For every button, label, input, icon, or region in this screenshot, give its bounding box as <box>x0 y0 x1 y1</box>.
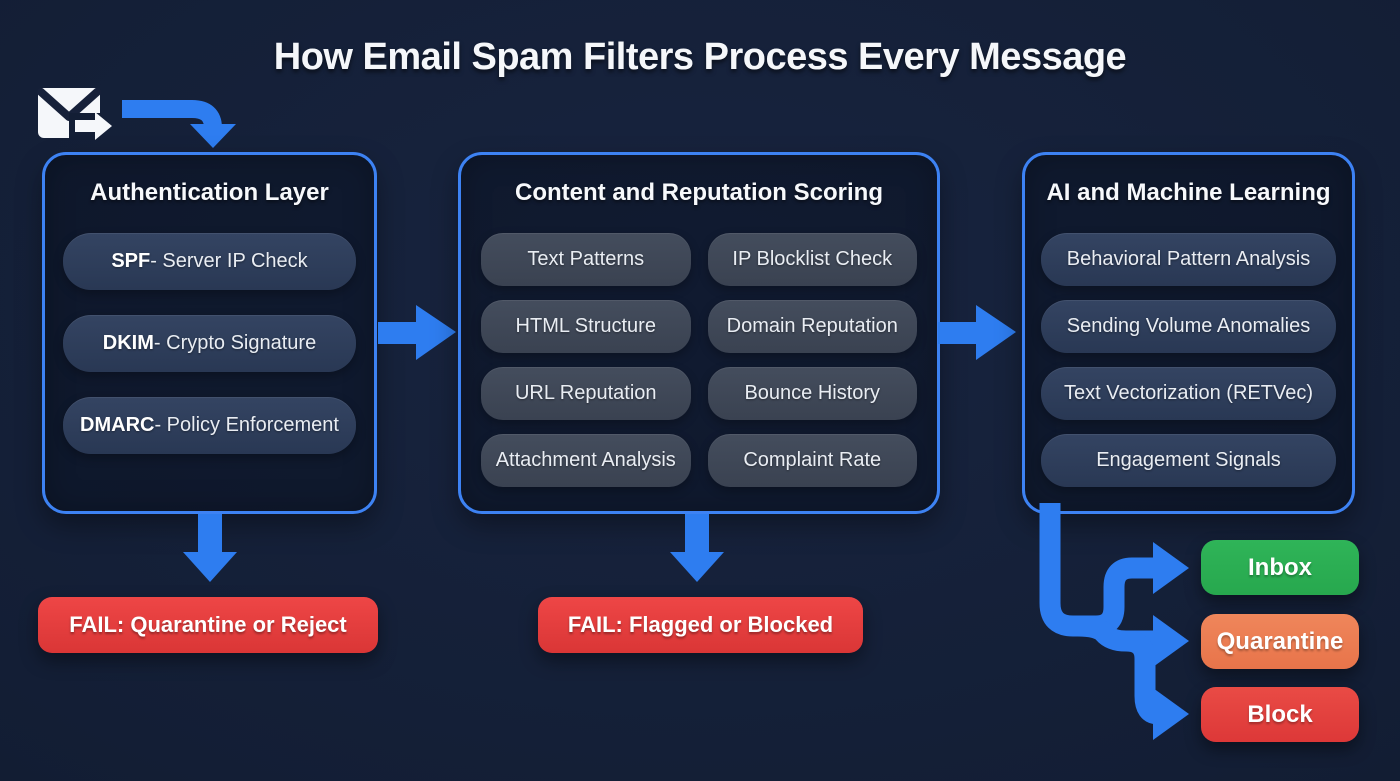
pill-ip-blocklist: IP Blocklist Check <box>707 233 917 286</box>
fail-badge-content: FAIL: Flagged or Blocked <box>538 597 863 653</box>
flow-right-arrow-icon <box>938 305 1016 360</box>
pill-description: - Policy Enforcement <box>154 414 339 436</box>
pill-description: - Server IP Check <box>150 250 308 272</box>
stage-box-ai-ml: AI and Machine Learning Behavioral Patte… <box>1022 152 1355 514</box>
pill-complaint-rate: Complaint Rate <box>707 434 917 487</box>
pill-engagement-signals: Engagement Signals <box>1041 434 1336 487</box>
entry-curved-down-arrow-icon <box>122 100 236 148</box>
pill-bounce-history: Bounce History <box>707 367 917 420</box>
pill-sending-volume: Sending Volume Anomalies <box>1041 300 1336 353</box>
stage-title: Content and Reputation Scoring <box>515 179 883 206</box>
outcome-block: Block <box>1201 687 1359 742</box>
pill-text-vectorization: Text Vectorization (RETVec) <box>1041 367 1336 420</box>
email-send-icon <box>37 88 112 140</box>
outcome-quarantine: Quarantine <box>1201 614 1359 669</box>
outcome-inbox: Inbox <box>1201 540 1359 595</box>
fail-down-arrow-icon <box>183 514 237 582</box>
three-way-split-arrow-icon <box>1039 503 1189 740</box>
pill-description: - Crypto Signature <box>153 332 317 354</box>
stage-title: AI and Machine Learning <box>1046 179 1331 206</box>
pill-behavioral-pattern: Behavioral Pattern Analysis <box>1041 233 1336 286</box>
pill-list: SPF - Server IP Check DKIM - Crypto Sign… <box>63 233 356 454</box>
pill-acronym: DMARC <box>80 414 155 436</box>
stage-title: Authentication Layer <box>90 179 329 206</box>
pill-html-structure: HTML Structure <box>481 300 691 353</box>
pill-acronym: DKIM <box>102 332 154 354</box>
pill-spf: SPF - Server IP Check <box>63 233 356 290</box>
pill-url-reputation: URL Reputation <box>481 367 691 420</box>
page-title: How Email Spam Filters Process Every Mes… <box>273 36 1127 78</box>
pill-dmarc: DMARC - Policy Enforcement <box>63 397 356 454</box>
pill-text-patterns: Text Patterns <box>481 233 691 286</box>
pill-domain-reputation: Domain Reputation <box>707 300 917 353</box>
stage-box-content-scoring: Content and Reputation Scoring Text Patt… <box>458 152 940 514</box>
pill-acronym: SPF <box>111 250 151 272</box>
stage-box-authentication: Authentication Layer SPF - Server IP Che… <box>42 152 377 514</box>
flow-right-arrow-icon <box>378 305 456 360</box>
fail-down-arrow-icon <box>670 514 724 582</box>
pill-attachment-analysis: Attachment Analysis <box>481 434 691 487</box>
pill-list: Behavioral Pattern Analysis Sending Volu… <box>1041 233 1336 487</box>
fail-badge-authentication: FAIL: Quarantine or Reject <box>38 597 378 653</box>
pill-dkim: DKIM - Crypto Signature <box>63 315 356 372</box>
pill-grid: Text Patterns IP Blocklist Check HTML St… <box>481 233 917 487</box>
